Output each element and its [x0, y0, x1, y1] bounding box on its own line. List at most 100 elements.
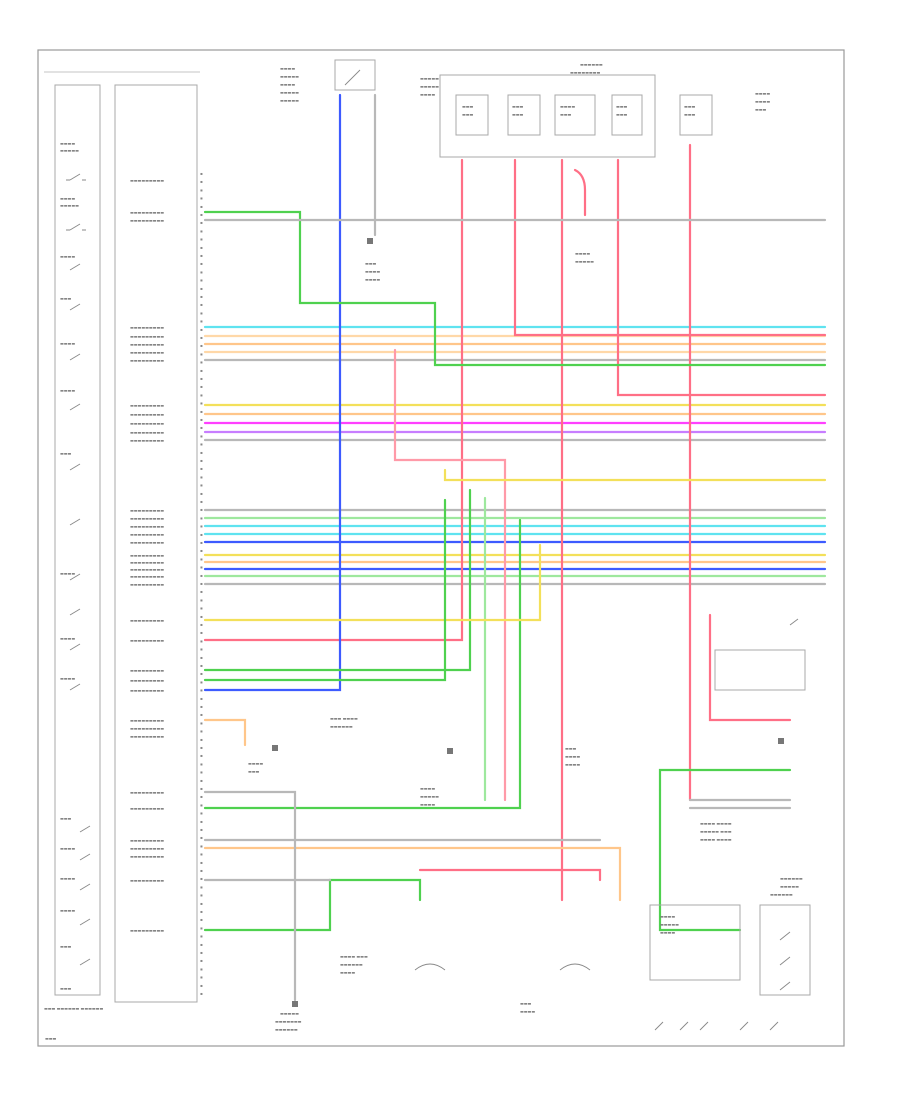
signal-label: ▬▬▬▬▬▬▬▬▬: [130, 412, 164, 417]
pin-number: ▪: [200, 458, 203, 463]
pin-number: ▪: [200, 376, 203, 381]
svg-text:▬▬▬▬: ▬▬▬▬: [60, 141, 75, 146]
signal-wire: [658, 768, 792, 792]
svg-text:▬▬▬: ▬▬▬: [755, 107, 767, 112]
pin-number: ▪: [200, 540, 203, 545]
pin-number: ▪: [200, 876, 203, 881]
pin-number: ▪: [200, 802, 203, 807]
pin-number: ▪: [200, 597, 203, 602]
signal-label: ▬▬▬▬▬▬▬▬▬: [130, 846, 164, 851]
signal-label: ▬▬▬▬▬▬▬▬▬: [130, 210, 164, 215]
pin-number: ▪: [200, 679, 203, 684]
svg-text:▬▬▬▬▬: ▬▬▬▬▬: [280, 1011, 299, 1016]
pin-number: ▪: [200, 515, 203, 520]
pin-number: ▪: [200, 327, 203, 332]
svg-text:▬▬▬▬: ▬▬▬▬: [565, 754, 580, 759]
pin-number: ▪: [200, 712, 203, 717]
signal-label: ▬▬▬▬▬▬▬▬▬: [130, 928, 164, 933]
pin-number: ▪: [200, 450, 203, 455]
pin-number: ▪: [200, 770, 203, 775]
signal-wire: [203, 93, 342, 692]
power-wire: [573, 168, 587, 217]
pin-number: ▪: [200, 401, 203, 406]
pin-number: ▪: [200, 532, 203, 537]
svg-text:▬▬▬▬: ▬▬▬▬: [60, 196, 75, 201]
pin-number: ▪: [200, 630, 203, 635]
pin-number: ▪: [200, 737, 203, 742]
pin-number: ▪: [200, 622, 203, 627]
svg-text:▬▬▬: ▬▬▬: [512, 112, 524, 117]
pin-number: ▪: [200, 868, 203, 873]
pin-number: ▪: [200, 581, 203, 586]
pin-number: ▪: [200, 811, 203, 816]
svg-text:▬▬▬▬▬▬: ▬▬▬▬▬▬: [780, 876, 803, 881]
pin-number: ▪: [200, 860, 203, 865]
signal-label: ▬▬▬▬▬▬▬▬▬: [130, 734, 164, 739]
signal-label: ▬▬▬▬▬▬▬▬▬: [130, 618, 164, 623]
pin-number: ▪: [200, 556, 203, 561]
pin-number: ▪: [200, 466, 203, 471]
svg-text:▬▬▬▬▬: ▬▬▬▬▬: [420, 794, 439, 799]
pin-number: ▪: [200, 614, 203, 619]
svg-text:▬▬▬▬: ▬▬▬▬: [420, 92, 435, 97]
pin-number: ▪: [200, 565, 203, 570]
pin-number: ▪: [200, 302, 203, 307]
pin-number: ▪: [200, 204, 203, 209]
pin-number: ▪: [200, 655, 203, 660]
pin-number: ▪: [200, 966, 203, 971]
signal-label: ▬▬▬▬▬▬▬▬▬: [130, 342, 164, 347]
signal-label: ▬▬▬▬▬▬▬▬▬: [130, 358, 164, 363]
pin-number: ▪: [200, 433, 203, 438]
pin-number: ▪: [200, 360, 203, 365]
svg-text:▬▬▬▬▬▬: ▬▬▬▬▬▬: [340, 962, 363, 967]
signal-label: ▬▬▬▬▬▬▬▬▬: [130, 838, 164, 843]
svg-text:▬▬▬: ▬▬▬: [462, 104, 474, 109]
svg-text:▬▬▬▬: ▬▬▬▬: [60, 388, 75, 393]
svg-text:▬▬▬: ▬▬▬: [560, 112, 572, 117]
svg-text:▬▬▬▬: ▬▬▬▬: [660, 914, 675, 919]
svg-text:▬▬▬▬▬: ▬▬▬▬▬: [280, 74, 299, 79]
svg-text:▬▬▬▬: ▬▬▬▬: [60, 876, 75, 881]
signal-label: ▬▬▬▬▬▬▬▬▬: [130, 806, 164, 811]
signal-label: ▬▬▬▬▬▬▬▬▬: [130, 638, 164, 643]
svg-text:▬▬▬▬▬▬▬: ▬▬▬▬▬▬▬: [275, 1019, 302, 1024]
svg-text:▬▬▬▬▬▬: ▬▬▬▬▬▬: [330, 724, 353, 729]
svg-text:▬▬▬: ▬▬▬: [565, 746, 577, 751]
signal-label: ▬▬▬▬▬▬▬▬▬: [130, 567, 164, 572]
pin-number: ▪: [200, 474, 203, 479]
svg-text:▬▬▬▬: ▬▬▬▬: [60, 676, 75, 681]
svg-text:▬▬▬▬: ▬▬▬▬: [565, 762, 580, 767]
signal-label: ▬▬▬▬▬▬▬▬▬: [130, 532, 164, 537]
pin-number: ▪: [200, 901, 203, 906]
pin-number: ▪: [200, 934, 203, 939]
svg-text:▬▬▬▬: ▬▬▬▬: [60, 254, 75, 259]
svg-text:▬▬▬▬▬: ▬▬▬▬▬: [660, 922, 679, 927]
pin-number: ▪: [200, 368, 203, 373]
pin-number: ▪: [200, 245, 203, 250]
svg-text:▬▬▬▬: ▬▬▬▬: [660, 930, 675, 935]
signal-label: ▬▬▬▬▬▬▬▬▬: [130, 574, 164, 579]
svg-text:▬▬▬▬▬ ▬▬▬: ▬▬▬▬▬ ▬▬▬: [700, 829, 732, 834]
signal-wire: [393, 348, 507, 802]
signal-label: ▬▬▬▬▬▬▬▬▬: [130, 726, 164, 731]
pin-number: ▪: [200, 335, 203, 340]
signal-label: ▬▬▬▬▬▬▬▬▬: [130, 178, 164, 183]
pin-number: ▪: [200, 269, 203, 274]
pin-number: ▪: [200, 171, 203, 176]
svg-text:▬▬▬: ▬▬▬: [365, 261, 377, 266]
pin-number: ▪: [200, 917, 203, 922]
svg-text:▬▬▬▬: ▬▬▬▬: [420, 786, 435, 791]
pin-number: ▪: [200, 761, 203, 766]
pin-number: ▪: [200, 524, 203, 529]
signal-label: ▬▬▬▬▬▬▬▬▬: [130, 421, 164, 426]
svg-text:▬▬▬▬: ▬▬▬▬: [755, 99, 770, 104]
pin-number: ▪: [200, 852, 203, 857]
pin-number: ▪: [200, 942, 203, 947]
pin-number: ▪: [200, 228, 203, 233]
pin-number: ▪: [200, 384, 203, 389]
signal-label: ▬▬▬▬▬▬▬▬▬: [130, 560, 164, 565]
pin-number: ▪: [200, 663, 203, 668]
svg-text:▬▬▬: ▬▬▬: [462, 112, 474, 117]
pin-number: ▪: [200, 294, 203, 299]
svg-text:▬▬▬▬: ▬▬▬▬: [755, 91, 770, 96]
